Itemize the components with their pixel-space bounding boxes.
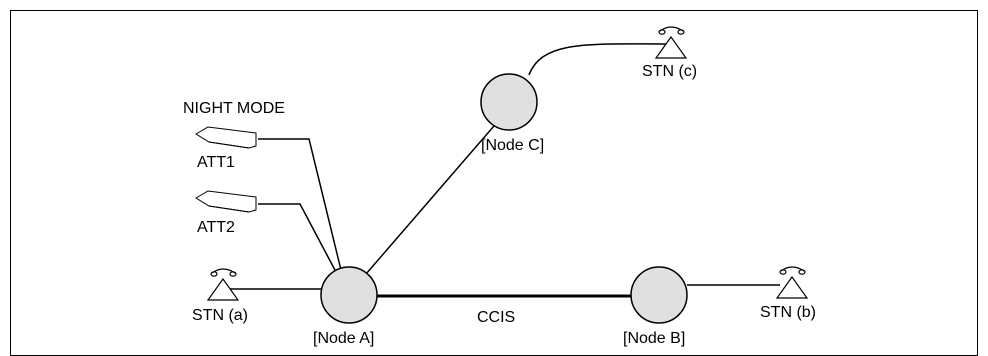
node-c-label: [Node C] <box>481 137 544 154</box>
att1-console-icon <box>195 126 257 149</box>
line-node-a-node-c <box>365 118 501 275</box>
node-b-circle <box>630 266 688 324</box>
att1-label: ATT1 <box>197 154 235 171</box>
line-node-c-stn-c <box>528 43 667 76</box>
att2-console-icon <box>195 190 257 213</box>
stn-a-telephone-icon <box>206 268 240 301</box>
line-att2-node-a <box>258 203 337 273</box>
line-att1-node-a <box>258 138 342 271</box>
node-c-circle <box>480 73 538 131</box>
stn-b-label: STN (b) <box>760 304 816 321</box>
ccis-label: CCIS <box>477 309 515 326</box>
stn-c-label: STN (c) <box>642 63 697 80</box>
stn-c-telephone-icon <box>654 26 688 59</box>
night-mode-label: NIGHT MODE <box>183 100 285 117</box>
node-a-label: [Node A] <box>313 330 374 347</box>
att2-label: ATT2 <box>197 219 235 236</box>
connection-lines <box>224 43 780 298</box>
node-a-circle <box>320 266 378 324</box>
diagram-frame <box>10 10 978 356</box>
stn-a-label: STN (a) <box>192 307 248 324</box>
node-b-label: [Node B] <box>623 330 685 347</box>
stn-b-telephone-icon <box>775 266 809 299</box>
